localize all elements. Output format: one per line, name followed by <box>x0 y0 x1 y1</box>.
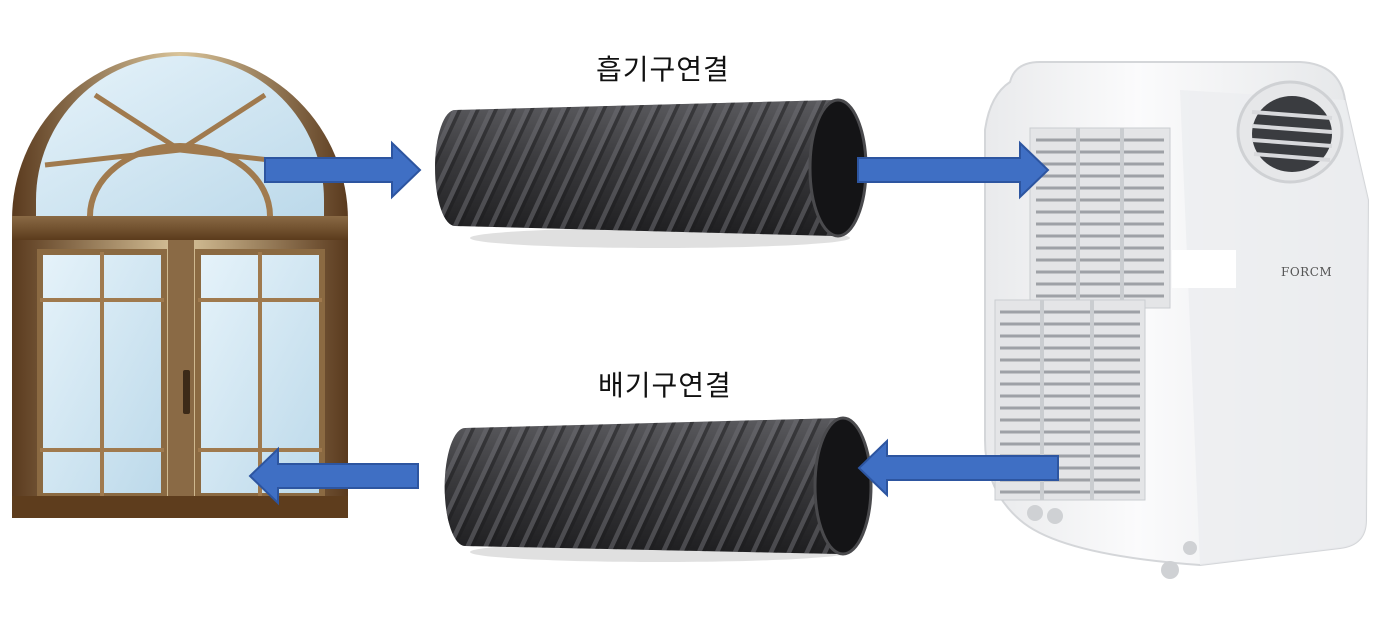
hose-icon <box>435 98 868 248</box>
hose-icon <box>444 416 873 562</box>
brand-logo: FORCM <box>1281 265 1333 279</box>
arrow-right-icon <box>264 140 422 200</box>
exhaust-connection-label: 배기구연결 <box>598 369 732 402</box>
arrow-left-icon <box>857 438 1059 498</box>
intake-connection-label: 흡기구연결 <box>596 53 730 86</box>
air-conditioner-icon <box>984 61 1370 579</box>
window-icon <box>12 52 348 518</box>
ac-upper-grille <box>1029 127 1171 309</box>
arrow-left-icon <box>248 446 419 506</box>
arrow-right-icon <box>857 140 1050 200</box>
